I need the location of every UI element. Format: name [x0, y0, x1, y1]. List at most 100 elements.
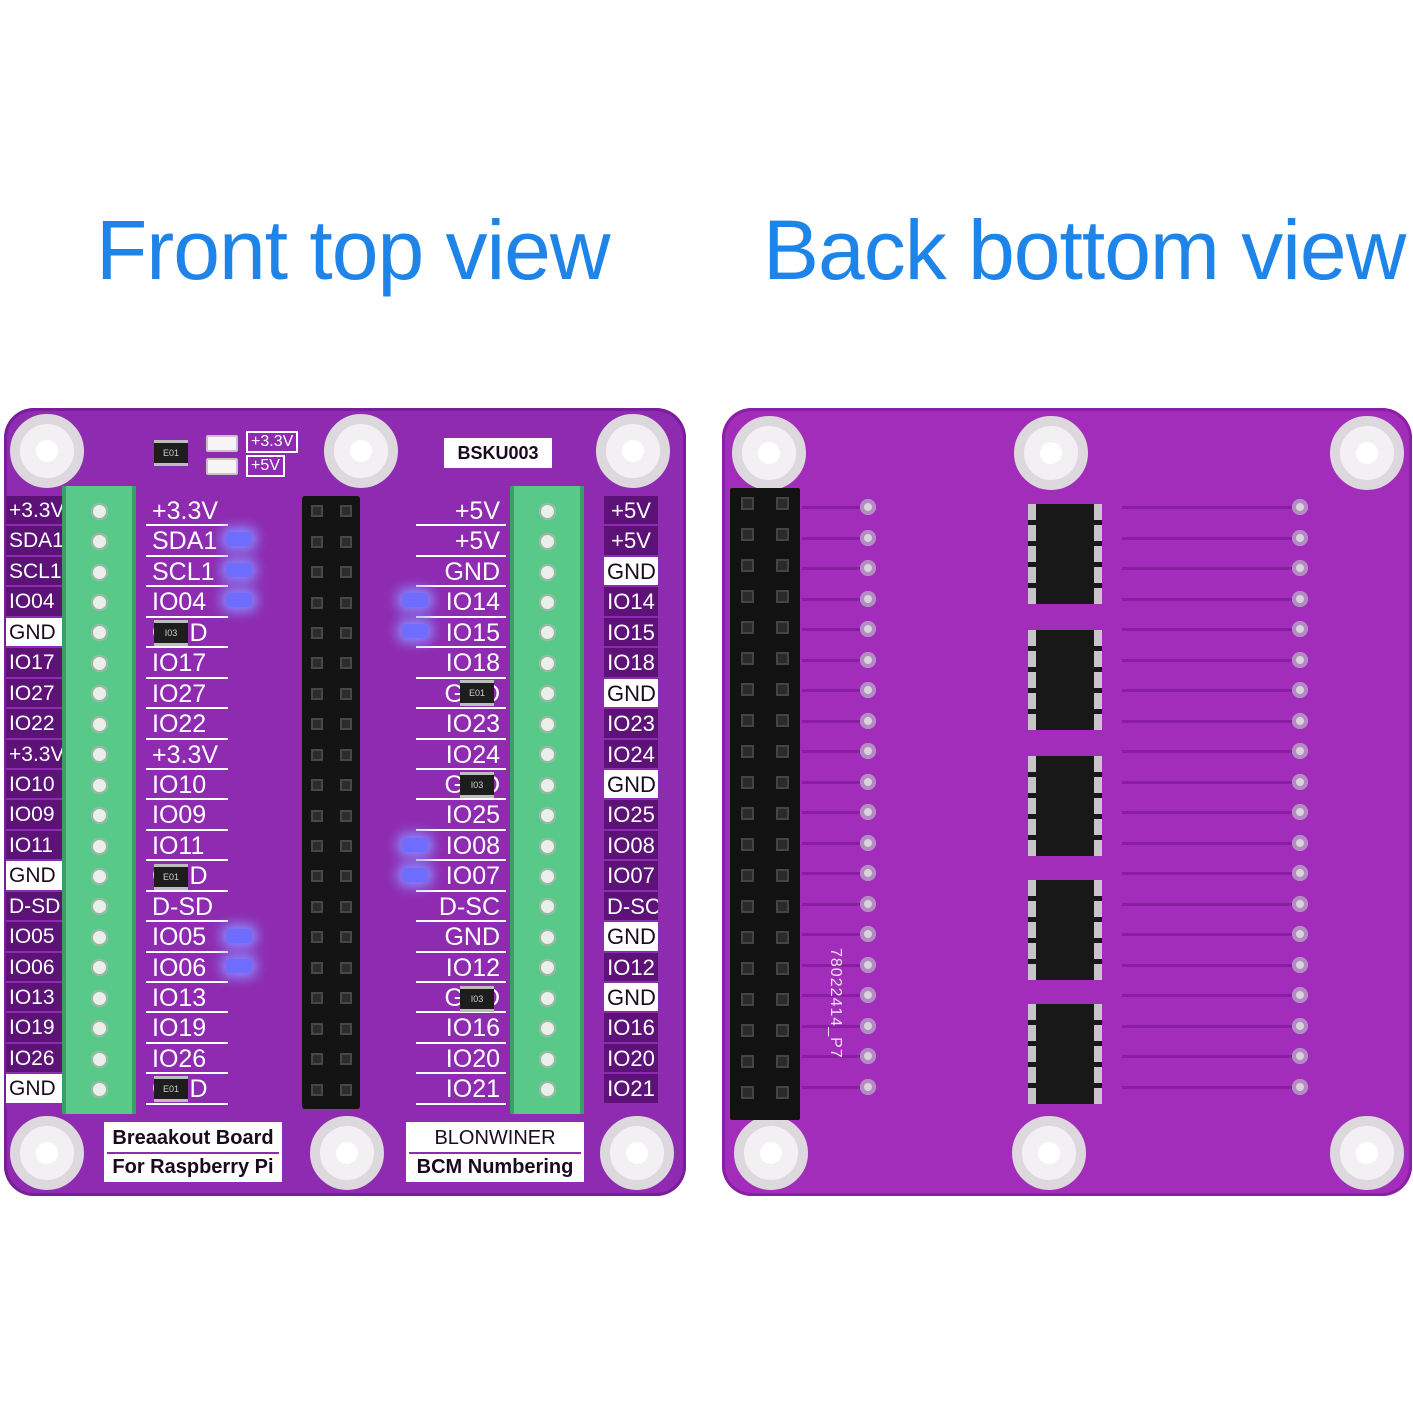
smd-chip-right-1: E01 [460, 680, 494, 706]
terminal-slot [66, 861, 132, 891]
header-pin [302, 679, 331, 709]
back-header-pin [765, 860, 800, 891]
terminal-slot [66, 496, 132, 526]
pin-hole-icon [310, 596, 323, 609]
outer-right-label: IO07 [604, 861, 658, 892]
back-pin-icon [741, 652, 754, 665]
back-pin-icon [776, 683, 789, 696]
outer-left-label: IO11 [6, 830, 62, 862]
header-pin [331, 953, 360, 983]
back-header-pin [730, 705, 765, 736]
back-pin-icon [741, 900, 754, 913]
pcb-trace [1122, 811, 1292, 814]
header-pin [331, 1013, 360, 1043]
inner-right-label: IO07 [416, 861, 506, 892]
outer-right-label: +5V [604, 526, 658, 557]
back-header-pin [730, 674, 765, 705]
via-icon [1292, 621, 1308, 637]
back-header-pin [730, 829, 765, 860]
back-header-pin [765, 891, 800, 922]
level-shifter-ic-4 [1028, 880, 1102, 980]
mount-hole-bottom-right [600, 1116, 674, 1190]
header-pin [331, 740, 360, 770]
inner-left-label: IO11 [146, 831, 228, 862]
pin-hole-icon [339, 535, 352, 548]
inner-right-label: IO21 [416, 1074, 506, 1105]
back-pin-icon [776, 590, 789, 603]
pin-hole-icon [339, 779, 352, 792]
back-header-pin [765, 1046, 800, 1077]
header-pin [331, 1074, 360, 1104]
smd-chip-left-2: E01 [154, 864, 188, 890]
screw-icon [90, 563, 108, 581]
header-pin [302, 770, 331, 800]
pcb-trace [1122, 567, 1292, 570]
via-icon [860, 834, 876, 851]
via-icon [1292, 1078, 1308, 1095]
terminal-slot [66, 983, 132, 1013]
terminal-slot [66, 587, 132, 617]
level-shifter-ic-1 [1028, 504, 1102, 604]
pin-hole-icon [310, 535, 323, 548]
screw-icon [90, 898, 108, 916]
screw-icon [538, 928, 556, 946]
screw-icon [90, 594, 108, 612]
outer-left-label: IO27 [6, 678, 62, 710]
pcb-trace [802, 841, 862, 845]
screw-icon [538, 563, 556, 581]
header-pin [302, 648, 331, 678]
inner-right-label: IO24 [416, 740, 506, 770]
pcb-trace [802, 658, 862, 662]
inner-left-label: IO06 [146, 953, 228, 983]
pcb-trace [802, 1055, 862, 1058]
pin-hole-icon [339, 748, 352, 761]
pcb-trace [1122, 1085, 1292, 1089]
terminal-slot [514, 983, 580, 1013]
back-header-pin [765, 488, 800, 519]
screw-icon [538, 746, 556, 764]
smd-chip-right-2: I03 [460, 772, 494, 798]
via-icon [860, 499, 876, 515]
outer-left-label: IO13 [6, 983, 62, 1014]
pin-hole-icon [339, 961, 352, 974]
back-header-pin [765, 984, 800, 1015]
screw-icon [90, 867, 108, 885]
board-description-line-2: For Raspberry Pi [107, 1152, 279, 1181]
inner-right-label: IO16 [416, 1013, 506, 1044]
back-pin-icon [776, 621, 789, 634]
terminal-slot [514, 861, 580, 891]
back-pin-icon [741, 621, 754, 634]
via-icon [860, 926, 876, 942]
back-header-pin [730, 767, 765, 798]
level-shifter-ic-3 [1028, 756, 1102, 856]
terminal-slot [66, 1044, 132, 1074]
via-icon [1292, 651, 1308, 668]
inner-left-label: +3.3V [146, 496, 228, 527]
pin-hole-icon [310, 992, 323, 1005]
header-pin [302, 526, 331, 556]
back-header-pin [730, 798, 765, 829]
terminal-slot [66, 1074, 132, 1104]
terminal-slot [66, 892, 132, 922]
via-icon [860, 712, 876, 729]
back-pin-icon [776, 838, 789, 851]
outer-left-label: IO17 [6, 648, 62, 679]
screw-icon [90, 746, 108, 764]
inner-right-label: IO15 [416, 618, 506, 649]
pcb-trace [802, 872, 862, 875]
back-pin-icon [741, 993, 754, 1006]
back-board-photo: 78022414_P7 [722, 408, 1412, 1196]
back-pin-icon [776, 900, 789, 913]
pcb-trace [1122, 1024, 1292, 1028]
header-pin [331, 1044, 360, 1074]
back-gpio-header [730, 488, 800, 1120]
outer-right-label: IO12 [604, 952, 658, 983]
outer-left-label: IO26 [6, 1043, 62, 1075]
pin-hole-icon [339, 596, 352, 609]
pin-hole-icon [339, 931, 352, 944]
pcb-trace [802, 750, 862, 753]
outer-left-label: IO05 [6, 922, 62, 953]
outer-right-label: GND [604, 769, 658, 801]
via-icon [1292, 712, 1308, 729]
screw-icon [538, 959, 556, 977]
